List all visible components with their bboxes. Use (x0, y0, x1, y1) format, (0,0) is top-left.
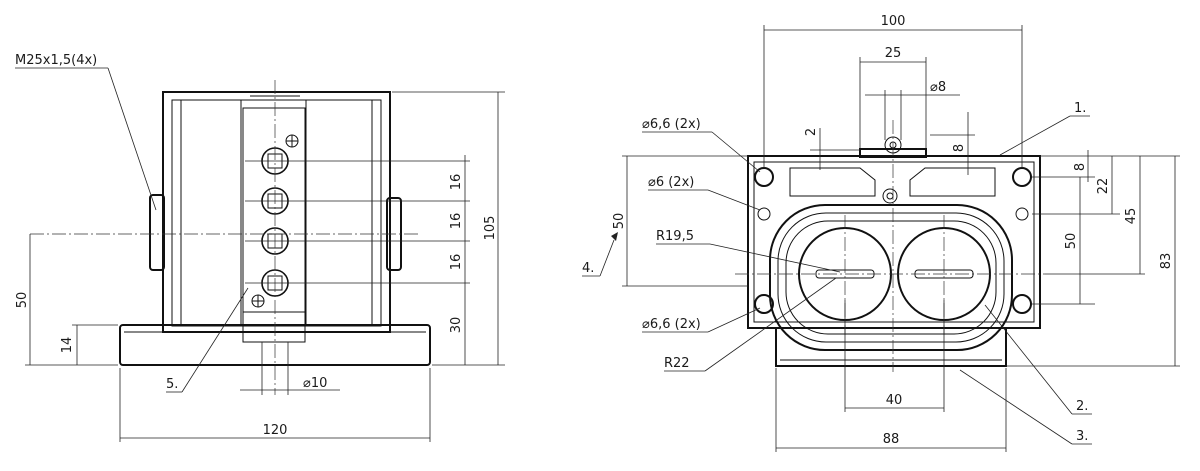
pitch-16-top: 16 (449, 174, 464, 191)
diameter-10: ⌀10 (303, 376, 327, 391)
ref-5: 5. (166, 377, 178, 392)
top-view: 100 25 ⌀8 2 8 8 22 45 50 (582, 14, 1180, 452)
diameter-6-6-bottom: ⌀6,6 (2x) (642, 317, 701, 332)
radius-22: R22 (664, 356, 690, 371)
diameter-6-6-top: ⌀6,6 (2x) (642, 117, 701, 132)
side-view: 16 16 16 30 105 50 14 120 ⌀10 M25x1,5(4x… (15, 53, 505, 442)
height-2: 2 (804, 128, 819, 136)
height-14: 14 (60, 337, 75, 354)
pitch-16-bottom: 16 (449, 254, 464, 271)
width-40: 40 (886, 393, 903, 408)
width-100: 100 (881, 14, 906, 29)
ref-1: 1. (1074, 101, 1086, 116)
height-8-right: 8 (1073, 163, 1088, 171)
height-83: 83 (1159, 253, 1174, 270)
width-25: 25 (885, 46, 902, 61)
height-30: 30 (449, 317, 464, 334)
thread-label: M25x1,5(4x) (15, 53, 97, 68)
height-45: 45 (1124, 208, 1139, 225)
diameter-8: ⌀8 (930, 80, 946, 95)
width-88: 88 (883, 432, 900, 447)
height-50-left: 50 (15, 292, 30, 309)
ref-2: 2. (1076, 399, 1088, 414)
height-22: 22 (1096, 178, 1111, 195)
width-120: 120 (263, 423, 288, 438)
height-8-top: 8 (952, 144, 967, 152)
ref-4: 4. (582, 261, 594, 276)
height-50-right: 50 (1064, 233, 1079, 250)
ref-3: 3. (1076, 429, 1088, 444)
diameter-6: ⌀6 (2x) (648, 175, 694, 190)
height-105: 105 (483, 216, 498, 241)
radius-19-5: R19,5 (656, 229, 694, 244)
pitch-16-middle: 16 (449, 213, 464, 230)
height-50-flange: 50 (612, 213, 627, 230)
